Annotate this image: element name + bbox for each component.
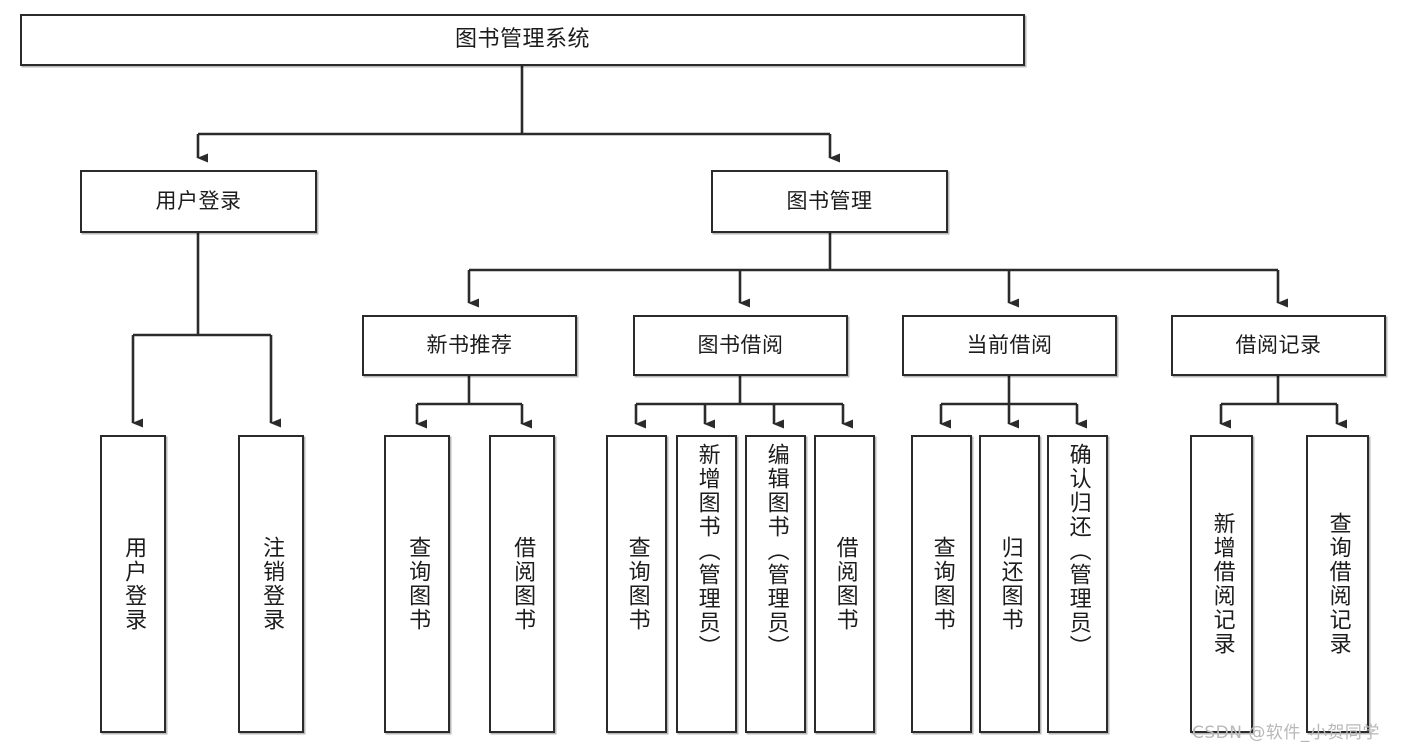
- node-label: 新增图书（管理员）: [694, 443, 720, 659]
- node-label: 借阅图书: [832, 536, 858, 632]
- node-label: 新增借阅记录: [1209, 512, 1235, 656]
- node-label: 归还图书: [997, 536, 1023, 632]
- node-label: 当前借阅: [966, 332, 1053, 357]
- leaf-user-login[interactable]: 用户登录: [100, 435, 166, 733]
- leaf-borrow-book-recommend[interactable]: 借阅图书: [489, 435, 555, 733]
- leaf-add-book-admin[interactable]: 新增图书（管理员）: [676, 435, 737, 733]
- node-label: 用户登录: [155, 188, 242, 213]
- node-label: 图书管理系统: [454, 26, 590, 52]
- node-label: 查询图书: [929, 536, 955, 632]
- node-label: 借阅图书: [510, 536, 536, 632]
- node-label: 编辑图书（管理员）: [763, 443, 789, 659]
- node-label: 查询图书: [405, 536, 431, 632]
- leaf-return-book[interactable]: 归还图书: [979, 435, 1040, 733]
- node-new-book-recommend[interactable]: 新书推荐: [362, 315, 577, 376]
- leaf-logout-login[interactable]: 注销登录: [238, 435, 304, 733]
- node-label: 新书推荐: [426, 332, 513, 357]
- leaf-query-book-borrow[interactable]: 查询图书: [606, 435, 667, 733]
- leaf-query-borrow-record[interactable]: 查询借阅记录: [1306, 435, 1369, 733]
- leaf-borrow-book-borrow[interactable]: 借阅图书: [814, 435, 875, 733]
- csdn-watermark: CSDN @软件_小贺同学: [1192, 723, 1380, 743]
- leaf-add-borrow-record[interactable]: 新增借阅记录: [1190, 435, 1253, 733]
- node-root-book-management-system[interactable]: 图书管理系统: [20, 14, 1025, 66]
- node-label: 借阅记录: [1235, 332, 1322, 357]
- node-label: 查询图书: [624, 536, 650, 632]
- node-current-borrow[interactable]: 当前借阅: [902, 315, 1117, 376]
- node-book-borrow[interactable]: 图书借阅: [633, 315, 848, 376]
- node-label: 注销登录: [259, 536, 285, 632]
- leaf-query-book-current[interactable]: 查询图书: [911, 435, 972, 733]
- leaf-query-book-recommend[interactable]: 查询图书: [384, 435, 450, 733]
- node-book-management[interactable]: 图书管理: [711, 170, 948, 233]
- node-user-login[interactable]: 用户登录: [80, 170, 317, 233]
- node-borrow-record[interactable]: 借阅记录: [1171, 315, 1386, 376]
- node-label: 用户登录: [121, 536, 147, 632]
- node-label: 图书管理: [786, 188, 873, 213]
- node-label: 查询借阅记录: [1325, 512, 1351, 656]
- node-label: 图书借阅: [697, 332, 784, 357]
- node-label: 确认归还（管理员）: [1065, 443, 1091, 659]
- leaf-confirm-return-admin[interactable]: 确认归还（管理员）: [1047, 435, 1108, 733]
- leaf-edit-book-admin[interactable]: 编辑图书（管理员）: [745, 435, 806, 733]
